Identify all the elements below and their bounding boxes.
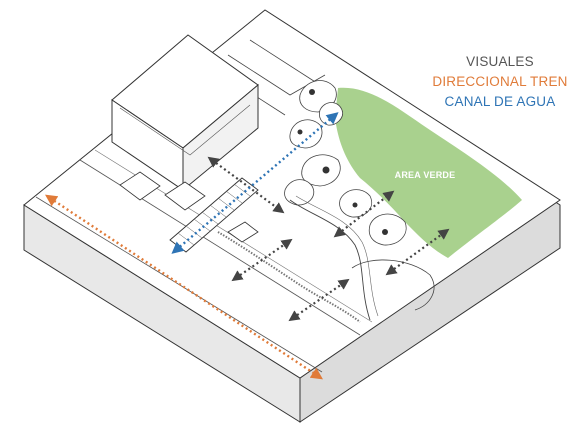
legend-canal-de-agua: CANAL DE AGUA <box>444 94 556 109</box>
visual-arrow-4 <box>333 190 395 238</box>
visual-arrow-5 <box>385 228 450 276</box>
legend: VISUALES DIRECCIONAL TREN CANAL DE AGUA <box>430 52 570 112</box>
direccional-tren-arrow <box>45 194 323 380</box>
area-verde-shape <box>335 87 522 258</box>
legend-visuales: VISUALES <box>466 54 534 69</box>
area-verde-label: AREA VERDE <box>394 170 456 180</box>
legend-direccional-tren: DIRECCIONAL TREN <box>432 74 568 89</box>
terrace-line-2 <box>249 39 321 86</box>
